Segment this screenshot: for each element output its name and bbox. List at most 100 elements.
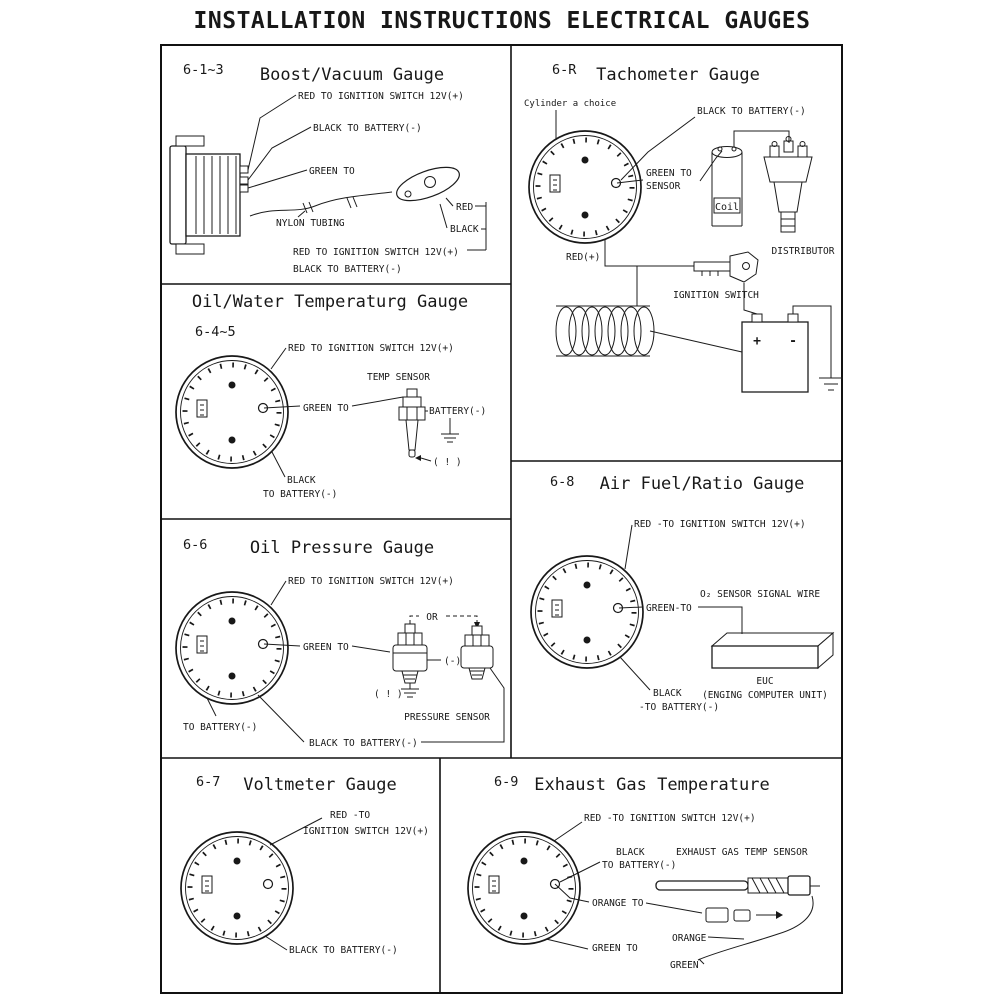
oilpressure-label-warning: ( ! ) bbox=[374, 689, 403, 700]
airfuel-label-euc-sub: (ENGING COMPUTER UNIT) bbox=[702, 690, 828, 701]
voltmeter-label-red-line2: IGNITION SWITCH 12V(+) bbox=[303, 826, 429, 837]
oilwater-ground-symbol bbox=[441, 418, 459, 443]
tach-distributor-drawing bbox=[763, 136, 813, 233]
exhaust-probe-drawing bbox=[655, 875, 820, 896]
oilwater-label-battery-neg: BATTERY(-) bbox=[429, 406, 486, 417]
exhaust-label-green: GREEN bbox=[670, 960, 699, 971]
tach-label-green-to: GREEN TO bbox=[646, 168, 692, 179]
oilwater-gauge-dial bbox=[176, 356, 288, 468]
tach-section-number: 6-R bbox=[552, 62, 577, 78]
airfuel-label-euc: EUC bbox=[756, 676, 773, 687]
tach-ground-symbol bbox=[819, 377, 843, 391]
exhaust-section-number: 6-9 bbox=[494, 774, 518, 790]
tach-panel-title: Tachometer Gauge bbox=[596, 65, 760, 85]
oilwater-leader-lines bbox=[263, 347, 428, 478]
oilpressure-label-to-battery: TO BATTERY(-) bbox=[183, 722, 257, 733]
battery-minus-mark: - bbox=[789, 334, 797, 349]
boost-label-red-wire: RED bbox=[456, 202, 473, 213]
tach-label-ignition-switch: IGNITION SWITCH bbox=[673, 290, 759, 301]
boost-leader-lines bbox=[247, 94, 487, 251]
boost-pressure-sensor-drawing bbox=[396, 166, 460, 202]
oilwater-label-black: BLACK bbox=[287, 475, 316, 486]
oilwater-label-to-battery: TO BATTERY(-) bbox=[263, 489, 337, 500]
oilpressure-label-neg: (-) bbox=[444, 656, 461, 667]
voltmeter-section-number: 6-7 bbox=[196, 774, 220, 790]
oilwater-label-warning: ( ! ) bbox=[433, 457, 462, 468]
oilwater-warning-arrow bbox=[415, 455, 432, 462]
oilpressure-ground-symbol bbox=[401, 683, 419, 698]
boost-label-black-wire: BLACK bbox=[450, 224, 479, 235]
oilwater-label-red-ignition: RED TO IGNITION SWITCH 12V(+) bbox=[288, 343, 454, 354]
oilwater-label-temp-sensor: TEMP SENSOR bbox=[367, 372, 430, 383]
exhaust-label-sensor: EXHAUST GAS TEMP SENSOR bbox=[676, 847, 808, 858]
boost-label-black-battery-bottom: BLACK TO BATTERY(-) bbox=[293, 264, 402, 275]
oilwater-panel-title: Oil/Water Temperaturg Gauge bbox=[192, 292, 468, 312]
panel-exhaust-gas-temp: 6-9 Exhaust Gas Temperature RED -TO IGNI… bbox=[468, 774, 820, 971]
tach-label-sensor: SENSOR bbox=[646, 181, 681, 192]
tach-ignition-key-drawing bbox=[693, 251, 759, 283]
voltmeter-gauge-dial bbox=[181, 832, 293, 944]
oilpressure-label-or: OR bbox=[426, 612, 438, 623]
airfuel-label-to-battery: -TO BATTERY(-) bbox=[639, 702, 719, 713]
exhaust-panel-title: Exhaust Gas Temperature bbox=[534, 775, 769, 795]
oilpressure-label-black-battery: BLACK TO BATTERY(-) bbox=[309, 738, 418, 749]
battery-plus-mark: + bbox=[753, 334, 761, 349]
boost-label-nylon-tubing: NYLON TUBING bbox=[276, 218, 345, 229]
panel-tachometer: 6-R Tachometer Gauge Cylinder a choice B… bbox=[524, 62, 843, 393]
temp-sensor-drawing bbox=[398, 388, 426, 458]
exhaust-connector-drawing bbox=[705, 907, 783, 923]
oilpressure-panel-title: Oil Pressure Gauge bbox=[250, 538, 434, 558]
voltmeter-leader-lines bbox=[264, 817, 323, 951]
exhaust-label-black: BLACK bbox=[616, 847, 645, 858]
pressure-sensor-2-drawing bbox=[460, 625, 494, 680]
boost-label-red-ignition-top: RED TO IGNITION SWITCH 12V(+) bbox=[298, 91, 464, 102]
oilpressure-or-bracket bbox=[409, 615, 480, 629]
oilpressure-label-red-ignition: RED TO IGNITION SWITCH 12V(+) bbox=[288, 576, 454, 587]
tach-battery-drawing: + - bbox=[741, 313, 809, 393]
boost-label-green-to: GREEN TO bbox=[309, 166, 355, 177]
panel-oil-water-temp: Oil/Water Temperaturg Gauge 6-4~5 RED TO… bbox=[176, 292, 486, 500]
pressure-sensor-1-drawing bbox=[392, 623, 428, 684]
exhaust-label-orange: ORANGE bbox=[672, 933, 707, 944]
panel-voltmeter: 6-7 Voltmeter Gauge RED -TO IGNITION SWI… bbox=[181, 774, 429, 956]
airfuel-label-red-ignition: RED -TO IGNITION SWITCH 12V(+) bbox=[634, 519, 806, 530]
oilpressure-label-green-to: GREEN TO bbox=[303, 642, 349, 653]
airfuel-label-black: BLACK bbox=[653, 688, 682, 699]
voltmeter-panel-title: Voltmeter Gauge bbox=[243, 775, 397, 795]
panel-grid bbox=[160, 44, 843, 994]
oilwater-section-number: 6-4~5 bbox=[195, 324, 236, 340]
airfuel-label-green-to: GREEN-TO bbox=[646, 603, 692, 614]
voltmeter-label-red-line1: RED -TO bbox=[330, 810, 370, 821]
boost-label-red-ignition-bottom: RED TO IGNITION SWITCH 12V(+) bbox=[293, 247, 459, 258]
exhaust-gauge-dial bbox=[468, 832, 580, 944]
exhaust-label-red-ignition: RED -TO IGNITION SWITCH 12V(+) bbox=[584, 813, 756, 824]
oilpressure-leader-lines bbox=[206, 580, 505, 743]
tach-label-red-plus: RED(+) bbox=[566, 252, 600, 263]
airfuel-panel-title: Air Fuel/Ratio Gauge bbox=[600, 474, 805, 494]
exhaust-label-to-battery: TO BATTERY(-) bbox=[602, 860, 676, 871]
tach-pickup-coil-drawing bbox=[555, 305, 655, 357]
boost-gauge-side-view bbox=[169, 135, 249, 255]
tach-label-cylinder-choice: Cylinder a choice bbox=[524, 99, 616, 109]
panel-boost-vacuum: 6-1~3 Boost/Vacuum Gauge RED TO IGNITION… bbox=[169, 62, 487, 275]
page-title: INSTALLATION INSTRUCTIONS ELECTRICAL GAU… bbox=[194, 8, 811, 34]
voltmeter-label-black-battery: BLACK TO BATTERY(-) bbox=[289, 945, 398, 956]
exhaust-label-green-to: GREEN TO bbox=[592, 943, 638, 954]
boost-panel-title: Boost/Vacuum Gauge bbox=[260, 65, 444, 85]
boost-section-number: 6-1~3 bbox=[183, 62, 224, 78]
airfuel-label-o2-wire: O₂ SENSOR SIGNAL WIRE bbox=[700, 589, 820, 600]
tach-coil-drawing: Coil bbox=[711, 146, 743, 227]
airfuel-gauge-dial bbox=[531, 556, 643, 668]
boost-label-black-battery-top: BLACK TO BATTERY(-) bbox=[313, 123, 422, 134]
exhaust-leader-lines bbox=[545, 821, 745, 965]
oilpressure-section-number: 6-6 bbox=[183, 537, 207, 553]
tachometer-gauge-dial bbox=[529, 131, 641, 243]
boost-nylon-tube-drawing bbox=[249, 191, 393, 217]
oilwater-label-green-to: GREEN TO bbox=[303, 403, 349, 414]
exhaust-label-orange-to: ORANGE TO bbox=[592, 898, 644, 909]
euc-box-drawing bbox=[710, 631, 835, 670]
panel-air-fuel-ratio: 6-8 Air Fuel/Ratio Gauge RED -TO IGNITIO… bbox=[531, 474, 835, 713]
exhaust-pigtail-wire bbox=[697, 895, 814, 961]
airfuel-leader-lines bbox=[618, 524, 743, 691]
